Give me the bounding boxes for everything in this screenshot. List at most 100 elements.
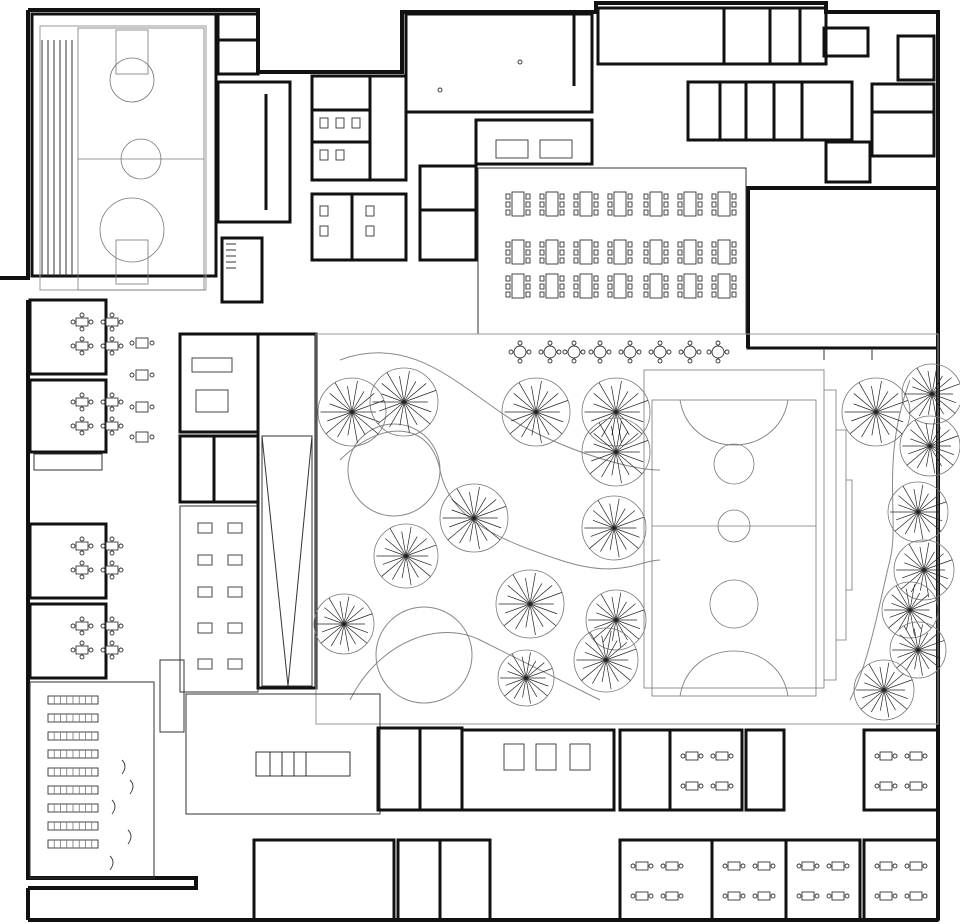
ramp-icon: [261, 435, 313, 687]
table-cluster-icon: [197, 622, 243, 634]
tree-icon: [501, 377, 571, 447]
table-cluster-icon: [618, 340, 642, 364]
tree-icon: [313, 593, 375, 655]
tree-icon: [317, 377, 387, 447]
dining-table: [711, 239, 737, 265]
curved-bench: [127, 829, 132, 845]
table-cluster-icon: [508, 340, 532, 364]
curved-bench: [129, 779, 134, 795]
table-cluster-icon: [874, 891, 898, 901]
dining-table-grid: [505, 191, 737, 299]
tree-icon: [369, 367, 439, 437]
table-cluster-icon: [874, 781, 898, 791]
round-table-row: [508, 340, 730, 364]
dining-table: [539, 273, 565, 299]
table-cluster-icon: [630, 861, 654, 871]
table-cluster-icon: [100, 560, 124, 580]
dining-table: [643, 191, 669, 217]
table-cluster-icon: [706, 340, 730, 364]
stair-icon: [255, 751, 351, 777]
dining-table: [643, 239, 669, 265]
tree-icon: [495, 569, 565, 639]
gymnasium: [30, 12, 218, 291]
table-cluster-icon: [826, 861, 850, 871]
table-cluster-icon: [129, 431, 155, 443]
table-cluster-icon: [70, 392, 94, 412]
table-cluster-icon: [710, 751, 734, 761]
dining-table: [573, 273, 599, 299]
bleachers-left: [41, 40, 73, 276]
table-cluster-icon: [197, 586, 243, 598]
kitchen: [404, 12, 594, 262]
tree-icon: [887, 481, 949, 543]
tree-icon: [841, 377, 911, 447]
library-wing: [29, 659, 185, 879]
tree-icon: [581, 495, 647, 561]
corridor-seating: [129, 337, 243, 670]
table-cluster-icon: [70, 416, 94, 436]
table-cluster-icon: [70, 640, 94, 660]
table-cluster-icon: [904, 781, 928, 791]
table-cluster-icon: [722, 891, 746, 901]
table-cluster-icon: [538, 340, 562, 364]
court-bleachers: [824, 389, 853, 681]
table-cluster-icon: [129, 401, 155, 413]
tree-icon: [881, 581, 939, 639]
table-cluster-icon: [874, 861, 898, 871]
table-cluster-icon: [680, 751, 704, 761]
south-classroom-desks: [630, 751, 928, 901]
table-cluster-icon: [100, 336, 124, 356]
basketball-court-icon: [77, 27, 205, 291]
dining-table: [505, 273, 531, 299]
dining-table: [711, 273, 737, 299]
table-cluster-icon: [680, 781, 704, 791]
toilet-fixtures: [319, 117, 375, 237]
south-wing: [185, 693, 940, 922]
table-cluster-icon: [660, 891, 684, 901]
table-cluster-icon: [874, 751, 898, 761]
tree-icon: [853, 659, 915, 721]
tree-icon: [439, 483, 509, 553]
table-cluster-icon: [904, 861, 928, 871]
table-cluster-icon: [70, 536, 94, 556]
tree-icon: [497, 649, 555, 707]
table-cluster-icon: [129, 337, 155, 349]
table-cluster-icon: [660, 861, 684, 871]
table-cluster-icon: [197, 522, 243, 534]
tree-icon: [581, 377, 651, 447]
dining-table: [711, 191, 737, 217]
dining-table: [607, 239, 633, 265]
restroom-block: [310, 74, 408, 262]
table-cluster-icon: [796, 891, 820, 901]
table-cluster-icon: [100, 392, 124, 412]
dining-table: [539, 239, 565, 265]
dining-table: [677, 191, 703, 217]
tree-icon: [581, 417, 651, 487]
dining-table: [573, 239, 599, 265]
courtyard: [313, 333, 960, 725]
dining-table: [505, 191, 531, 217]
table-cluster-icon: [70, 312, 94, 332]
west-classrooms: [28, 298, 243, 680]
administration-wing: [596, 6, 940, 360]
table-cluster-icon: [70, 336, 94, 356]
table-cluster-icon: [197, 554, 243, 566]
table-cluster-icon: [904, 751, 928, 761]
tree-icon: [901, 363, 960, 425]
center-left-rooms: [178, 332, 318, 693]
table-cluster-icon: [904, 891, 928, 901]
dining-table: [607, 273, 633, 299]
table-cluster-icon: [100, 312, 124, 332]
dining-table: [677, 239, 703, 265]
table-cluster-icon: [752, 891, 776, 901]
table-cluster-icon: [678, 340, 702, 364]
dining-table: [539, 191, 565, 217]
table-cluster-icon: [129, 369, 155, 381]
dining-table: [643, 273, 669, 299]
curved-bench: [111, 799, 116, 815]
curved-bench: [121, 759, 126, 775]
dining-table: [607, 191, 633, 217]
table-cluster-icon: [197, 658, 243, 670]
table-cluster-icon: [752, 861, 776, 871]
